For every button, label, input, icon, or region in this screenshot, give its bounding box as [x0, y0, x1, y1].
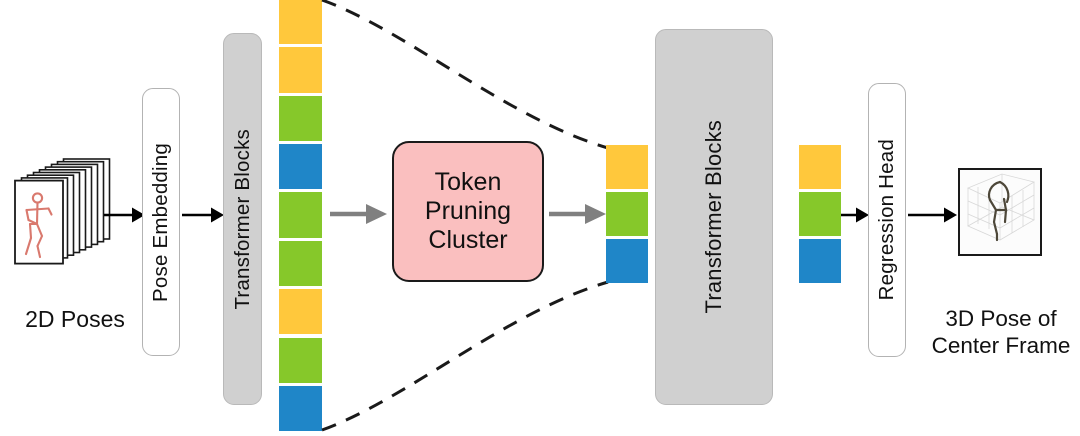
- token-column-post-transformer: [799, 145, 841, 283]
- token[interactable]: [279, 144, 322, 190]
- arrow-poses-to-pose-embedding: [104, 207, 145, 223]
- token[interactable]: [279, 337, 322, 383]
- input-caption: 2D Poses: [25, 306, 125, 332]
- token[interactable]: [279, 0, 322, 45]
- dashed-funnel-curves: [321, 0, 609, 432]
- token[interactable]: [606, 192, 648, 236]
- regression-head-label: Regression Head: [875, 139, 898, 301]
- token[interactable]: [279, 95, 322, 141]
- module-token-pruning-cluster[interactable]: Token Pruning Cluster: [392, 141, 544, 282]
- token[interactable]: [279, 385, 322, 432]
- top-funnel-curve: [321, 0, 609, 150]
- token[interactable]: [606, 145, 648, 189]
- 3d-pose-thumbnail: [958, 168, 1042, 256]
- 3d-skeleton-joints: [987, 180, 1010, 242]
- token[interactable]: [279, 192, 322, 238]
- token-column-pre-pruning: [279, 0, 322, 432]
- token-pruning-line-1: Token: [434, 168, 502, 196]
- output-caption: 3D Pose of Center Frame: [928, 305, 1074, 360]
- module-regression-head[interactable]: Regression Head: [868, 83, 906, 357]
- transformer-blocks-2-label: Transformer Blocks: [701, 120, 726, 314]
- token[interactable]: [279, 47, 322, 93]
- output-caption-line-1: 3D Pose of: [945, 306, 1057, 331]
- arrow-tokens-to-token-pruning: [330, 204, 387, 224]
- 2d-stickman-icon: [24, 192, 53, 259]
- pose-embedding-label: Pose Embedding: [149, 142, 172, 302]
- token-column-post-pruning: [606, 145, 648, 283]
- token-pruning-line-2: Pruning: [424, 197, 512, 225]
- module-transformer-blocks-1[interactable]: Transformer Blocks: [223, 33, 262, 405]
- transformer-blocks-1-label: Transformer Blocks: [230, 128, 254, 310]
- arrow-tokens-to-regression-head: [841, 207, 869, 223]
- token[interactable]: [799, 145, 841, 189]
- output-caption-line-2: Center Frame: [931, 333, 1071, 359]
- arrow-token-pruning-to-pruned-tokens: [549, 204, 606, 224]
- pose-stack-frames: [14, 158, 111, 265]
- module-pose-embedding[interactable]: Pose Embedding: [142, 88, 180, 356]
- 2d-poses-stack: [14, 158, 118, 266]
- token[interactable]: [606, 239, 648, 283]
- arrow-pose-embedding-to-transformer-blocks-1: [182, 207, 224, 223]
- token[interactable]: [799, 192, 841, 236]
- token-pruning-line-3: Cluster: [428, 226, 508, 254]
- token[interactable]: [279, 240, 322, 286]
- token[interactable]: [799, 239, 841, 283]
- module-transformer-blocks-2[interactable]: Transformer Blocks: [655, 29, 773, 405]
- bottom-funnel-curve: [321, 280, 609, 432]
- token[interactable]: [279, 289, 322, 335]
- 3d-skeleton-plot-icon: [967, 173, 1036, 242]
- arrow-regression-head-to-3d-pose: [908, 207, 957, 223]
